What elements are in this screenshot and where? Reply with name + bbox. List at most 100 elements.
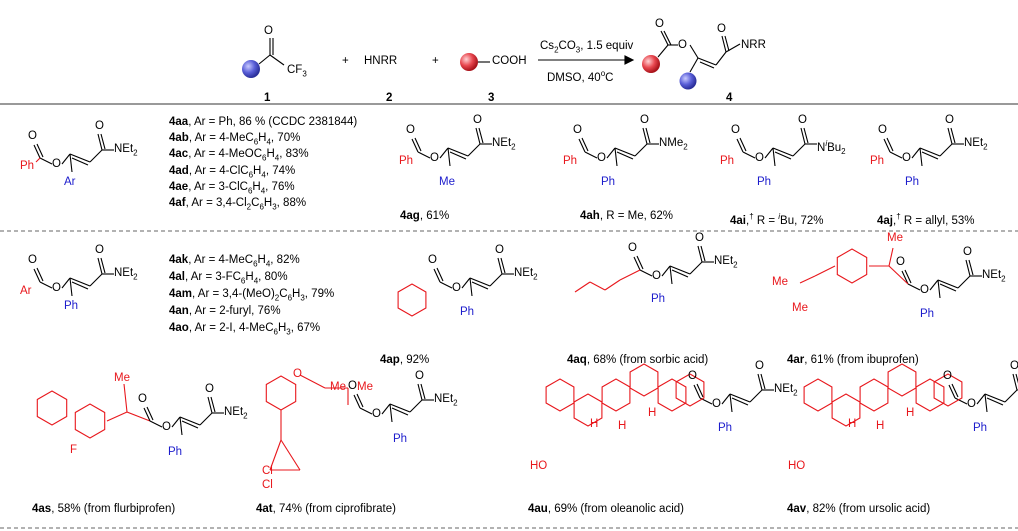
sorbyl (604, 279, 621, 291)
amide-bond (97, 133, 103, 151)
amide-n-ar: NEt2 (982, 269, 1006, 284)
oleanane-ring-3 (629, 363, 659, 397)
ph-at: Ph (393, 433, 408, 445)
vinyl-bond (984, 393, 988, 413)
ester-bond (721, 393, 731, 405)
carbonyl-bond (736, 138, 744, 153)
vinyl-bond (919, 147, 941, 157)
ester-bond (417, 151, 431, 159)
oleanane-ring-5 (675, 373, 705, 407)
amide-o-ai: O (798, 114, 807, 126)
ether-o-at: O (293, 368, 302, 380)
carbonyl-bond (904, 269, 912, 284)
cl-at2: Cl (262, 479, 273, 491)
amide-n-au: NEt2 (774, 383, 798, 398)
bond (269, 439, 282, 471)
carbonyl-bond (581, 137, 589, 152)
bond (126, 411, 151, 422)
caption-4as: 4as, 58% (from flurbiprofen) (32, 503, 176, 515)
ester-o-at: O (372, 408, 381, 420)
row2-entry-4an: 4an, Ar = 2-furyl, 76% (169, 305, 281, 317)
amide-bond (749, 389, 763, 403)
amide-o-aj: O (945, 114, 954, 126)
vinyl-bond (389, 403, 393, 423)
caption-4au: 4au, 69% (from oleanolic acid) (528, 503, 684, 515)
bond (799, 275, 816, 284)
ester-bond (907, 283, 921, 291)
vinyl-bond (469, 277, 491, 287)
vinyl-bond (71, 281, 89, 290)
h1-av: H (848, 418, 857, 430)
vinyl-bond (389, 403, 411, 413)
carbonyl-bond (696, 383, 704, 398)
cf3-label: CF3 (287, 64, 307, 79)
amide-bond (210, 396, 216, 413)
caption-4aq: 4aq, 68% (from sorbic acid) (567, 354, 709, 366)
amide-bond (792, 143, 806, 157)
row1-entry-4ae: 4ae, Ar = 3-ClC6H4, 76% (169, 180, 295, 196)
amide-bond (697, 245, 703, 263)
carbonyl-bond (739, 137, 747, 152)
amide-n-at: NEt2 (434, 393, 458, 408)
sorbyl (589, 281, 606, 291)
vinyl-bond (937, 279, 941, 299)
oleanane-ring-2 (601, 378, 631, 412)
ester-bond (61, 153, 71, 165)
bond (814, 265, 836, 277)
ester-bond (742, 151, 756, 159)
ester-bond (39, 157, 53, 165)
bond (280, 439, 301, 471)
vinyl-bond (939, 283, 957, 292)
amide-o-r2a: O (95, 244, 104, 256)
vinyl-bond (937, 279, 959, 289)
ester-bond (954, 397, 968, 405)
oleanane-ring-4 (657, 378, 687, 412)
ester-bond (764, 147, 774, 159)
bond (35, 157, 41, 163)
carbonyl-bond (578, 138, 586, 153)
ester-bond (461, 277, 471, 289)
vinyl-bond (669, 265, 673, 285)
ester-bond (61, 277, 71, 289)
ester-o-aq: O (652, 270, 661, 282)
conditions-bottom: DMSO, 40oC (547, 69, 614, 84)
ester-o-aj: O (902, 152, 911, 164)
product-o1: O (655, 18, 664, 30)
acyl-ar-r2a: Ar (20, 285, 32, 297)
carbonyl-bond (886, 137, 894, 152)
amide-bond (760, 373, 766, 390)
vinyl-bond (391, 407, 409, 416)
ph-r2a: Ph (64, 300, 79, 312)
amide-n-aq: NEt2 (714, 255, 738, 270)
amide-o-ap: O (495, 244, 504, 256)
caption-4av: 4av, 82% (from ursolic acid) (787, 503, 931, 515)
blue-sphere-product (679, 72, 697, 90)
amide-bond (950, 127, 956, 144)
ester-bond (381, 403, 391, 415)
amide-bond (100, 257, 106, 274)
vinyl-bond (449, 151, 467, 160)
ester-o-av: O (967, 398, 976, 410)
amide-bond (757, 373, 763, 391)
caption-4ag: 4ag, 61% (400, 210, 450, 222)
cooh-label: COOH (492, 55, 527, 67)
amide-o-av: O (1010, 360, 1018, 372)
bond (123, 383, 128, 413)
amide-bond (500, 257, 506, 274)
carbonyl-bond (414, 137, 422, 152)
acyl-o-ag: O (406, 124, 415, 136)
vinyl-bond (614, 147, 618, 167)
amide-bond (645, 127, 651, 144)
cl-at1: Cl (262, 465, 273, 477)
amide-bond (689, 261, 703, 275)
sorbyl (619, 269, 641, 281)
me-as: Me (114, 372, 130, 384)
vinyl-bond (181, 420, 199, 429)
ester-bond (149, 420, 163, 428)
plus-2: + (432, 55, 439, 67)
ester-bond (439, 281, 453, 289)
vinyl-bond (984, 393, 1006, 403)
ibu-me3: Me (887, 232, 903, 244)
